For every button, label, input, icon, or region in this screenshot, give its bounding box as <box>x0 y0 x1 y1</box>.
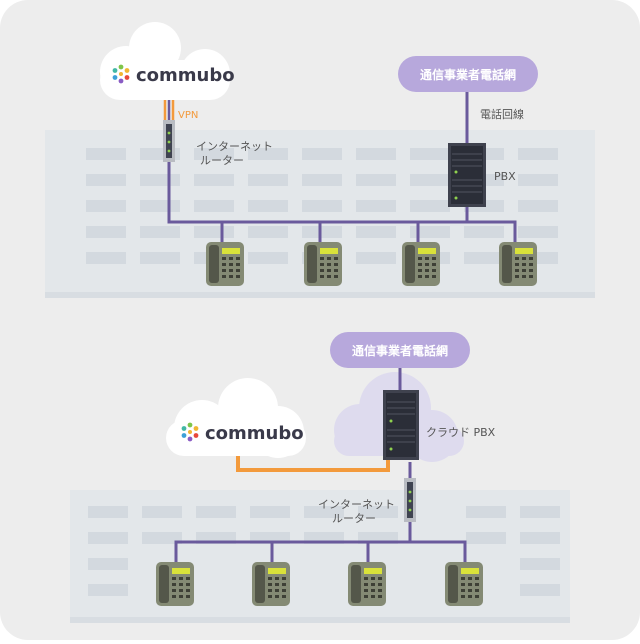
carrier-label-top: 通信事業者電話網 <box>420 67 516 82</box>
carrier-pill-bottom <box>330 332 470 368</box>
cloud-pbx-cloud <box>334 372 464 462</box>
commubo-cloud-top: commubo <box>100 22 235 100</box>
top-wiring <box>167 92 517 243</box>
desk-phone-5 <box>156 562 194 606</box>
desk-phone-1 <box>206 242 244 286</box>
router-label-bottom-1: インターネット <box>318 498 395 511</box>
bottom-building <box>70 490 570 623</box>
router-label-top-1: インターネット <box>196 140 273 153</box>
carrier-pill-top <box>398 56 538 92</box>
vpn-orange-line <box>236 456 390 472</box>
vpn-line <box>163 98 175 122</box>
phone-line-label: 電話回線 <box>480 107 524 121</box>
vpn-label: VPN <box>178 110 198 121</box>
desk-phone-8 <box>445 562 483 606</box>
carrier-label-bottom: 通信事業者電話網 <box>352 343 448 358</box>
router-top <box>163 120 175 162</box>
router-label-bottom-2: ルーター <box>332 512 376 525</box>
cloud-pbx-label: クラウド PBX <box>426 426 496 439</box>
commubo-logo-text-bottom: commubo <box>205 423 304 444</box>
desk-phone-2 <box>304 242 342 286</box>
cloud-pbx-server <box>383 390 419 460</box>
desk-phone-3 <box>402 242 440 286</box>
pbx-label: PBX <box>494 170 516 183</box>
desk-phone-4 <box>499 242 537 286</box>
router-label-top-2: ルーター <box>200 154 244 167</box>
desk-phone-6 <box>252 562 290 606</box>
commubo-cloud-bottom: commubo <box>166 378 306 458</box>
bottom-wiring <box>174 364 467 564</box>
commubo-logo-text: commubo <box>136 65 235 86</box>
pbx-server-top <box>448 143 486 207</box>
router-bottom <box>404 478 416 522</box>
desk-phone-7 <box>348 562 386 606</box>
